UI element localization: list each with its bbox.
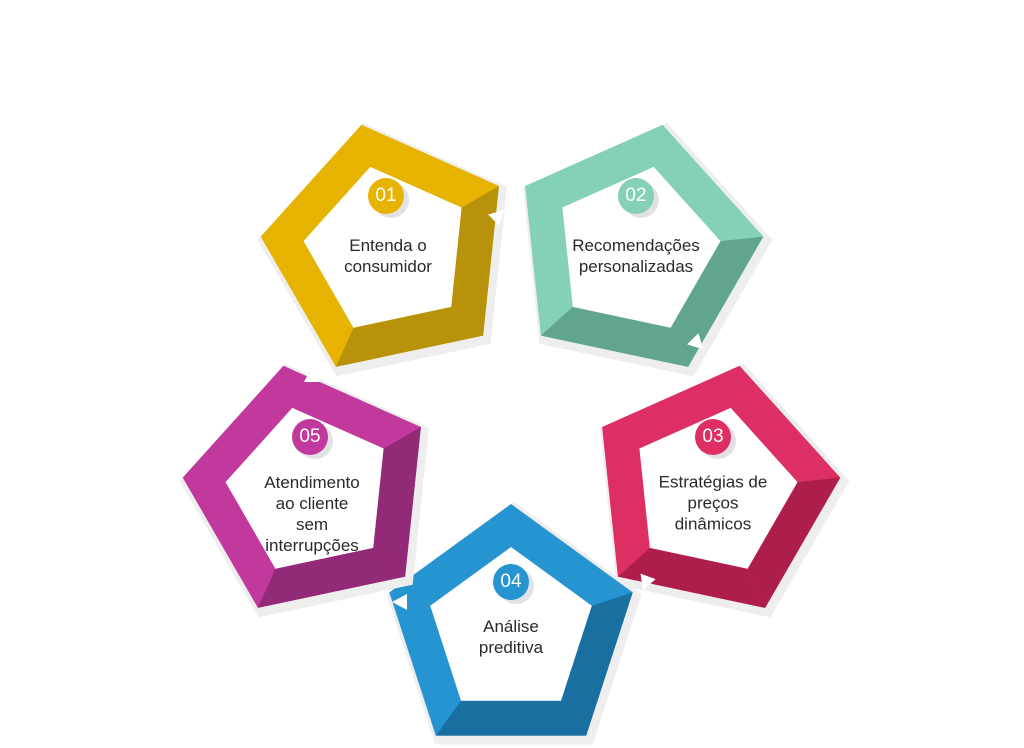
step-01-understand-consumer-ring-shade bbox=[451, 186, 499, 336]
step-02-personalized-recommendations-face bbox=[562, 166, 721, 328]
step-03-dynamic-pricing-pentagon bbox=[600, 363, 850, 618]
step-01-number-badge: 01 bbox=[368, 178, 404, 214]
step-05-seamless-customer-service-pentagon bbox=[179, 363, 429, 618]
step-05-label-line: ao cliente bbox=[275, 494, 349, 513]
step-05-seamless-customer-service-arrow-icon bbox=[304, 367, 320, 382]
step-03-dynamic-pricing-ring-shade bbox=[617, 547, 766, 608]
step-02-label-line: personalizadas bbox=[578, 257, 694, 276]
step-04-predictive-analysis-pentagon bbox=[386, 502, 642, 745]
step-01-label-line: Entenda o bbox=[349, 236, 427, 255]
step-05-label-line: Atendimento bbox=[264, 473, 360, 492]
step-03-label-line: preços bbox=[687, 493, 739, 513]
step-05-seamless-customer-service-ring-shade bbox=[257, 547, 406, 608]
step-04-label: Análise preditiva bbox=[436, 616, 586, 658]
step-02-personalized-recommendations-pentagon bbox=[523, 122, 773, 377]
step-04-label-line: preditiva bbox=[478, 638, 544, 657]
step-02-label: Recomendações personalizadas bbox=[551, 235, 721, 277]
step-04-number-badge: 04 bbox=[493, 564, 529, 600]
step-03-label-line: Estratégias de bbox=[658, 472, 768, 492]
step-05-label-line: sem bbox=[295, 515, 329, 534]
step-02-personalized-recommendations-ring-shade bbox=[540, 306, 689, 367]
step-05-seamless-customer-service-ring-shade bbox=[373, 427, 421, 577]
step-04-predictive-analysis-ring-shade bbox=[435, 700, 587, 736]
step-03-number-badge: 03 bbox=[695, 419, 731, 455]
step-01-understand-consumer-ring-shade bbox=[335, 306, 484, 367]
step-01-understand-consumer-face bbox=[303, 166, 462, 328]
step-01-label: Entenda o consumidor bbox=[313, 235, 463, 277]
step-02-number-badge: 02 bbox=[618, 178, 654, 214]
step-03-dynamic-pricing-face bbox=[639, 407, 798, 569]
step-05-seamless-customer-service-face bbox=[225, 407, 384, 569]
step-02-personalized-recommendations-ring-shade bbox=[670, 236, 764, 367]
step-01-understand-consumer-pentagon bbox=[257, 122, 507, 377]
step-03-label-line: dinâmicos bbox=[674, 514, 752, 534]
step-02-label-line: Recomendações bbox=[572, 236, 700, 255]
step-03-dynamic-pricing-arrow-icon bbox=[640, 573, 656, 591]
step-05-number-badge: 05 bbox=[292, 419, 328, 455]
step-04-predictive-analysis-arrow-icon bbox=[392, 594, 407, 610]
step-05-label: Atendimento ao cliente sem interrupções bbox=[237, 472, 387, 556]
step-01-label-line: consumidor bbox=[344, 257, 432, 276]
step-04-predictive-analysis-ring-shade bbox=[561, 592, 633, 736]
step-03-label: Estratégias de preços dinâmicos bbox=[638, 472, 788, 535]
step-03-dynamic-pricing-ring-shade bbox=[747, 477, 841, 608]
step-05-label-line: interrupções bbox=[265, 536, 359, 555]
step-01-understand-consumer-arrow-icon bbox=[488, 209, 505, 226]
step-04-predictive-analysis-face bbox=[430, 547, 592, 701]
step-04-label-line: Análise bbox=[483, 617, 539, 636]
step-02-personalized-recommendations-arrow-icon bbox=[687, 333, 704, 350]
